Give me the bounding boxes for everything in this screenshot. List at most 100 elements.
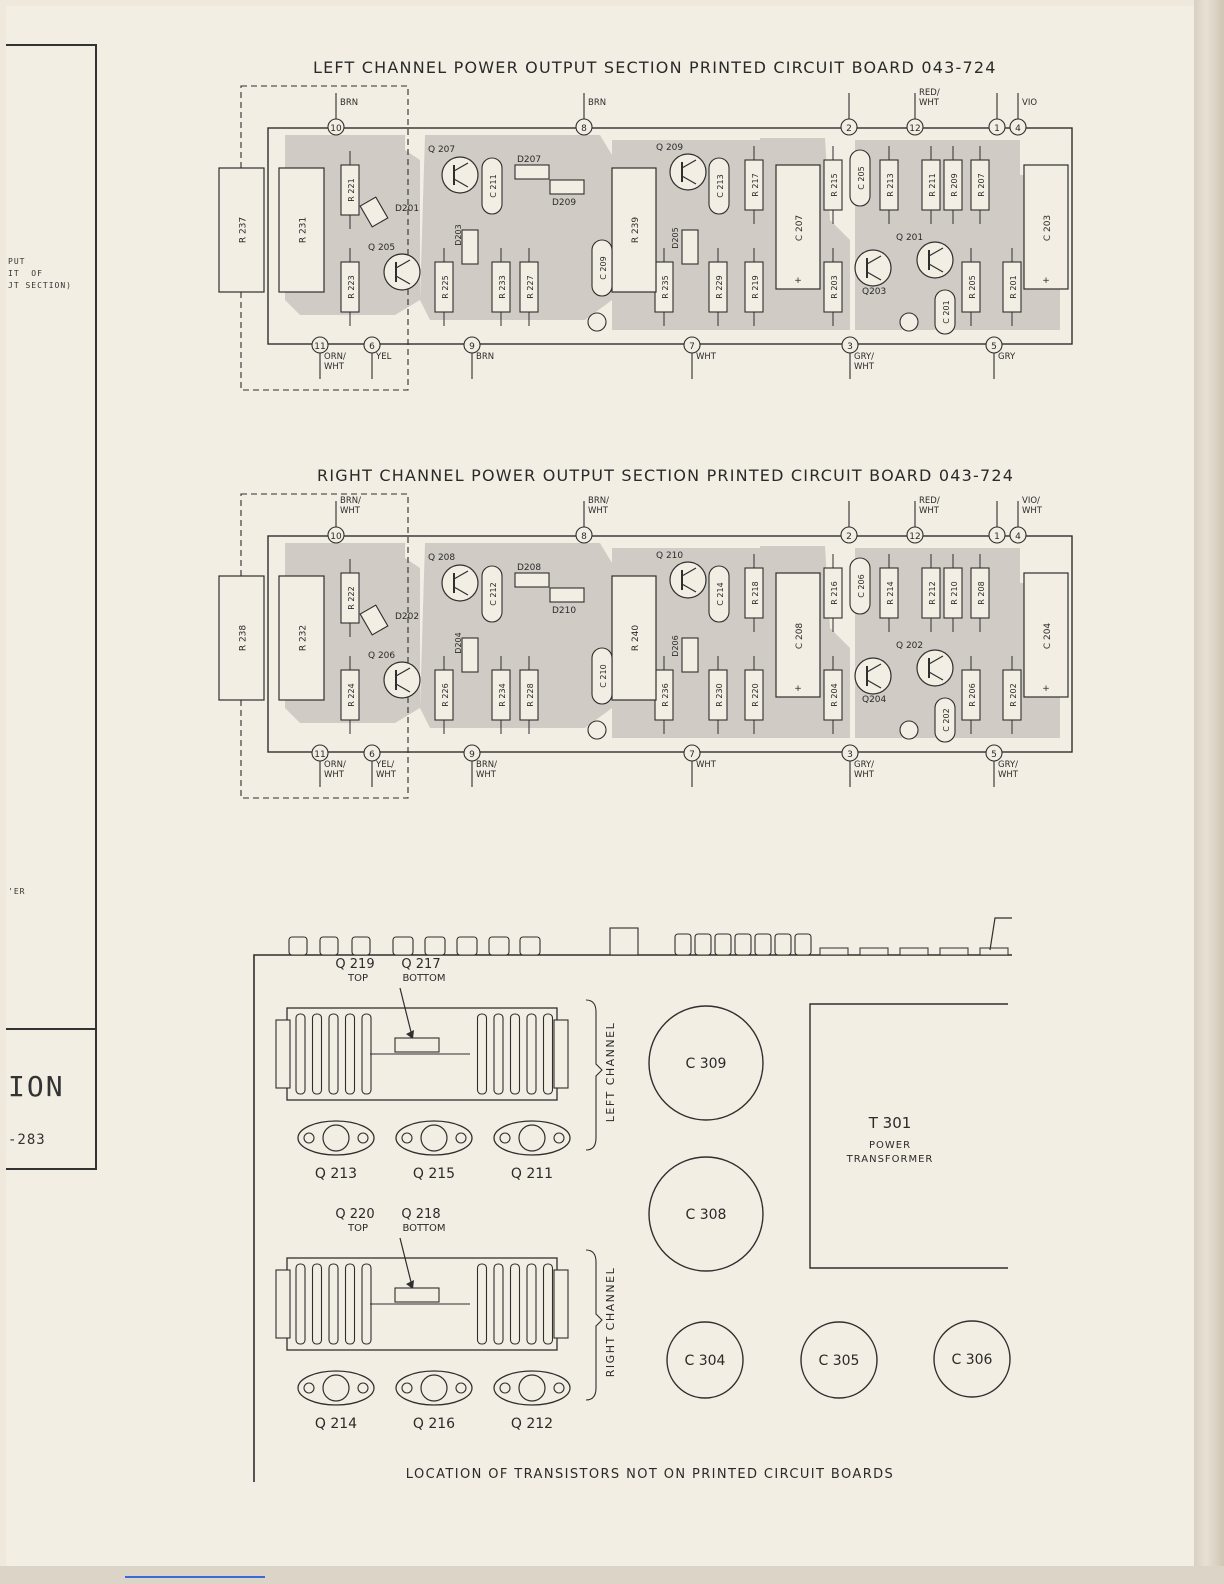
right-mount-hole-0 bbox=[587, 720, 607, 740]
left-transistor-0-body bbox=[441, 156, 479, 194]
left-to3-1-hole-l bbox=[401, 1132, 413, 1144]
right-resistor-s6-label: R 230 bbox=[715, 683, 724, 706]
left-diode-0-label: D201 bbox=[395, 204, 419, 214]
left-bottom-terminal-3-ring bbox=[683, 336, 701, 354]
right-fin-1 bbox=[311, 1263, 323, 1345]
right-transistor-3-body bbox=[916, 649, 954, 687]
right-transistor-2-collector bbox=[681, 567, 697, 577]
left-resistor-s6-label: R 229 bbox=[715, 275, 724, 298]
left-resistor-s7-label: R 217 bbox=[751, 173, 760, 196]
filter-cap-2-label: C 304 bbox=[685, 1353, 726, 1369]
left-label-bottom-id: Q 217 bbox=[401, 957, 440, 972]
left-resistor-s16-label: R 201 bbox=[1009, 275, 1018, 298]
left-transistor-4-emitter bbox=[866, 271, 882, 281]
chassis-caption: LOCATION OF TRANSISTORS NOT ON PRINTED C… bbox=[406, 1467, 894, 1482]
left-resistor-s8-body bbox=[744, 261, 764, 313]
right-diode-3-label: D210 bbox=[552, 606, 576, 616]
left-transistor-3-body bbox=[916, 241, 954, 279]
right-transistor-3-collector bbox=[928, 655, 944, 665]
right-label-bottom-id: Q 218 bbox=[401, 1207, 440, 1222]
left-resistor-s15-body bbox=[961, 261, 981, 313]
left-fin-4 bbox=[361, 1013, 372, 1095]
left-end-right bbox=[553, 1019, 569, 1089]
left-fin-13 bbox=[509, 1013, 521, 1095]
filter-cap-3-label: C 305 bbox=[819, 1353, 860, 1369]
page-edge-bottom bbox=[0, 1566, 1224, 1584]
right-resistor-s6-body bbox=[708, 669, 728, 721]
right-pointer-head bbox=[406, 1280, 414, 1289]
right-resistor-7-body bbox=[611, 575, 657, 701]
right-to3-0-label: Q 214 bbox=[315, 1416, 357, 1432]
filter-cap-1 bbox=[648, 1156, 764, 1272]
right-fin-0 bbox=[295, 1263, 306, 1345]
right-fin-4 bbox=[361, 1263, 372, 1345]
left-label-bottom-pos: BOTTOM bbox=[402, 973, 445, 984]
left-diode-4-label: D205 bbox=[671, 227, 680, 248]
left-to3-2-hole-r bbox=[553, 1132, 565, 1144]
right-cap-3-body bbox=[849, 557, 871, 615]
left-diode-3-label: D209 bbox=[552, 198, 576, 208]
right-mount-hole-1 bbox=[899, 720, 919, 740]
front-jack-4 bbox=[424, 936, 446, 956]
right-fin-12 bbox=[493, 1263, 504, 1345]
left-mount-hole-1 bbox=[899, 312, 919, 332]
left-pointer-head bbox=[406, 1030, 414, 1039]
transformer-name: T 301 bbox=[868, 1114, 912, 1132]
left-resistor-s10-body bbox=[823, 261, 843, 313]
left-top-terminal-2-ring bbox=[840, 118, 858, 136]
left-fin-12 bbox=[493, 1013, 504, 1095]
left-fin-0 bbox=[295, 1013, 306, 1095]
right-transistor-4-label: Q204 bbox=[862, 695, 887, 705]
right-top-terminal-0-wire-label-0: BRN/ bbox=[340, 496, 361, 506]
right-cap-2-body bbox=[708, 565, 730, 623]
right-resistor-s1-body bbox=[340, 669, 360, 721]
left-bottom-terminal-5-wire-label-0: GRY bbox=[998, 352, 1016, 362]
front-connector-0 bbox=[674, 933, 692, 956]
right-resistor-s1-label: R 224 bbox=[347, 683, 356, 706]
left-bottom-terminal-0-wire-label-0: ORN/ bbox=[324, 352, 346, 362]
right-transistor-0-label: Q 208 bbox=[428, 553, 455, 563]
left-diode-1-label: D203 bbox=[454, 224, 463, 245]
transformer-desc-1: POWER bbox=[869, 1140, 911, 1151]
right-resistor-s3-label: R 234 bbox=[498, 683, 507, 706]
right-diode-2-label: D208 bbox=[517, 563, 541, 573]
scan-artifact-line bbox=[125, 1576, 265, 1578]
front-slot-0 bbox=[819, 947, 849, 956]
left-top-terminal-3-number: 12 bbox=[909, 124, 920, 134]
left-fin-14 bbox=[526, 1013, 537, 1095]
right-side-label: RIGHT CHANNEL bbox=[604, 1267, 617, 1377]
left-fragment-line-2: IT OF bbox=[8, 269, 43, 278]
right-resistor-s9-body bbox=[823, 567, 843, 619]
filter-cap-3 bbox=[800, 1321, 878, 1399]
front-jack-2 bbox=[351, 936, 371, 956]
right-top-terminal-5-ring bbox=[1009, 526, 1027, 544]
right-device bbox=[394, 1287, 440, 1303]
right-resistor-s16-body bbox=[1002, 669, 1022, 721]
front-slot-3 bbox=[939, 947, 969, 956]
left-bottom-terminal-1-ring bbox=[363, 336, 381, 354]
right-top-terminal-2-ring bbox=[840, 526, 858, 544]
right-top-terminal-5-wire-label-1: WHT bbox=[1022, 506, 1043, 516]
right-cap-0-body bbox=[481, 565, 503, 623]
left-bottom-terminal-0-wire-label-1: WHT bbox=[324, 362, 345, 372]
right-fin-14 bbox=[526, 1263, 537, 1345]
filter-cap-4-label: C 306 bbox=[952, 1352, 993, 1368]
front-jack-7 bbox=[519, 936, 541, 956]
left-resistor-s14-label: R 207 bbox=[977, 173, 986, 196]
left-resistor-s11-label: R 213 bbox=[886, 173, 895, 196]
right-top-terminal-0-wire-label-1: WHT bbox=[340, 506, 361, 516]
right-bottom-terminal-4-wire-label-1: WHT bbox=[854, 770, 875, 780]
right-top-terminal-3-number: 12 bbox=[909, 532, 920, 542]
right-resistor-s9-label: R 216 bbox=[830, 581, 839, 604]
left-resistor-s9-label: R 215 bbox=[830, 173, 839, 196]
right-bracket bbox=[585, 1249, 603, 1401]
right-transistor-2-label: Q 210 bbox=[656, 551, 683, 561]
filter-cap-0 bbox=[648, 1005, 764, 1121]
left-pointer bbox=[399, 987, 413, 1037]
left-cap-2-label: C 213 bbox=[716, 174, 725, 197]
right-end-left bbox=[275, 1269, 291, 1339]
left-cap-1-body bbox=[591, 239, 613, 297]
